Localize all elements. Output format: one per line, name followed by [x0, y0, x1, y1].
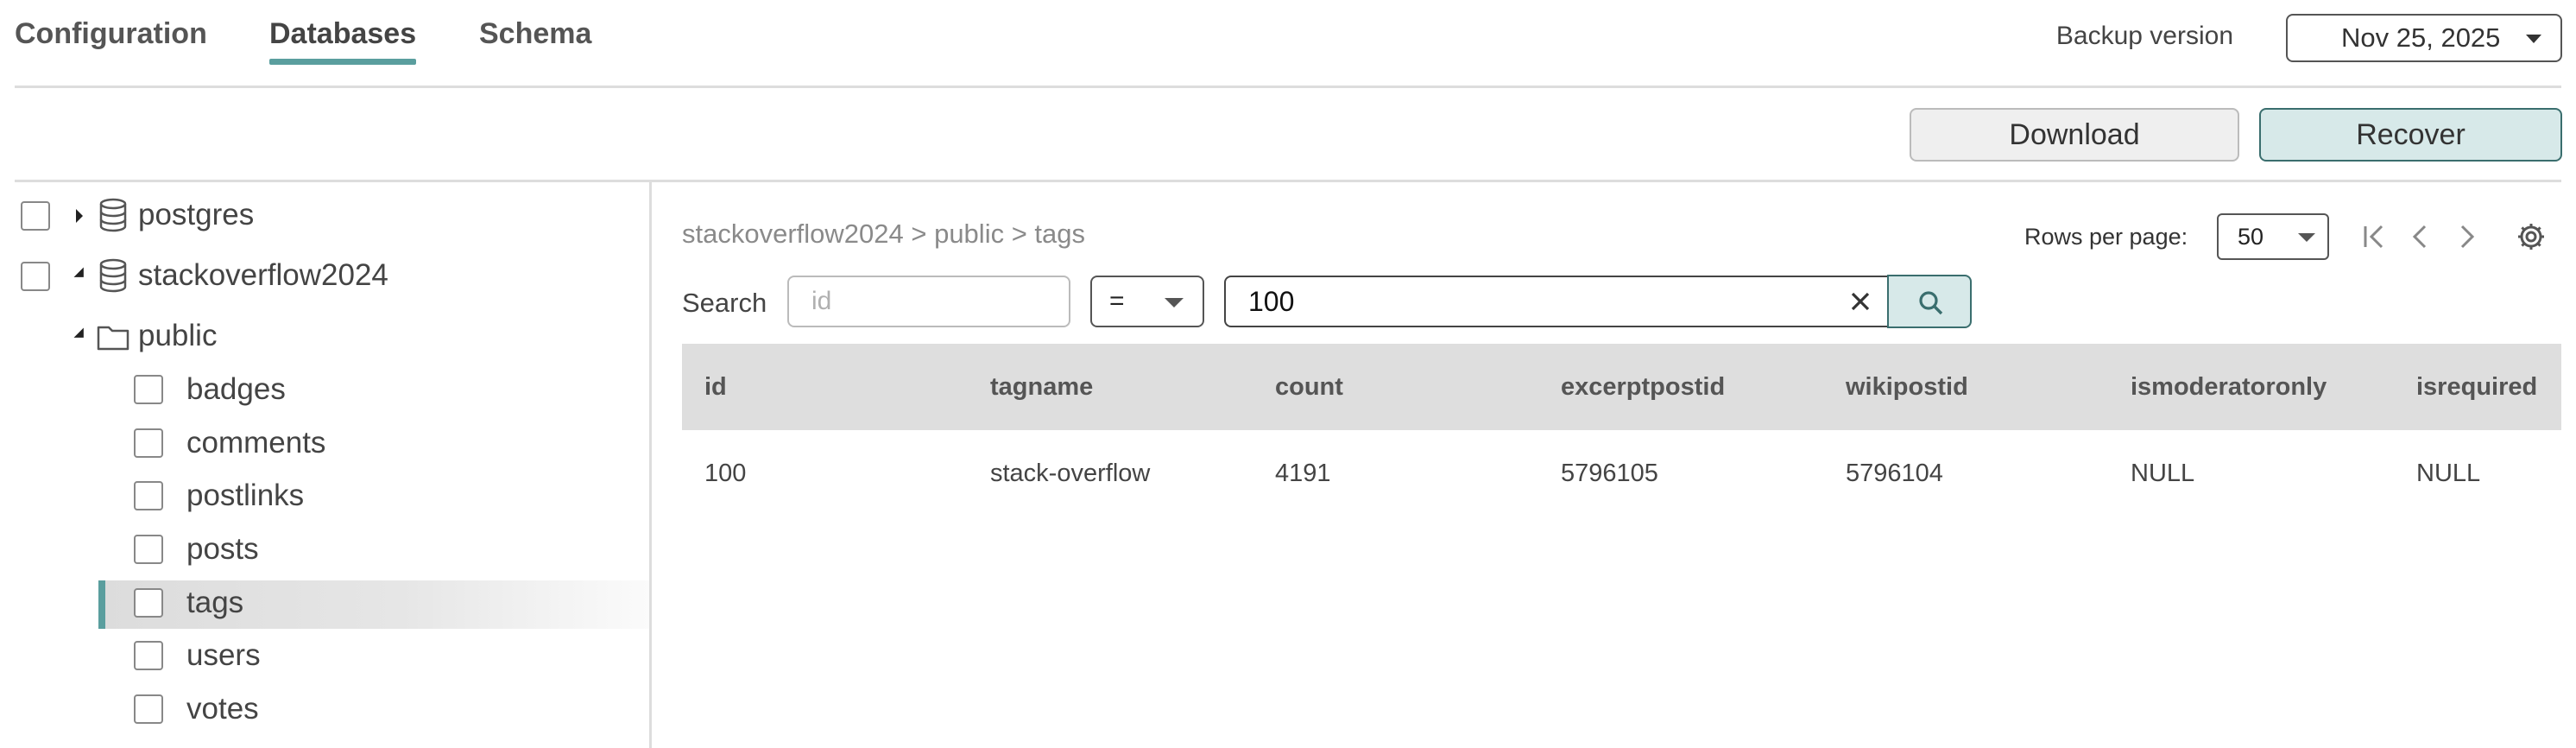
tree-db-postgres[interactable]: postgres — [138, 198, 255, 231]
database-icon — [99, 198, 127, 232]
rows-per-page-value: 50 — [2238, 224, 2264, 250]
db-checkbox-postgres[interactable] — [21, 201, 50, 231]
column-header[interactable]: wikipostid — [1846, 372, 1968, 401]
column-header[interactable]: excerptpostid — [1561, 372, 1726, 401]
table-cell: NULL — [2131, 459, 2195, 487]
breadcrumb: stackoverflow2024 > public > tags — [682, 219, 1085, 249]
table-row[interactable]: 100 stack-overflow 4191 5796105 5796104 … — [682, 430, 2561, 517]
caret-down-icon — [1165, 298, 1184, 307]
caret-down-icon — [2298, 233, 2315, 242]
clear-icon[interactable] — [1849, 290, 1872, 313]
db-checkbox-stackoverflow2024[interactable] — [21, 262, 50, 291]
table-checkbox-badges[interactable] — [134, 375, 163, 404]
next-page-icon[interactable] — [2451, 221, 2482, 252]
column-header[interactable]: isrequired — [2416, 372, 2538, 401]
caret-down-icon — [2526, 35, 2541, 43]
tree-db-stackoverflow2024[interactable]: stackoverflow2024 — [138, 258, 388, 292]
search-label: Search — [682, 288, 767, 318]
selected-row-highlight — [98, 580, 649, 629]
column-header[interactable]: count — [1275, 372, 1343, 401]
table-checkbox-tags[interactable] — [134, 588, 163, 618]
operator-select[interactable]: = — [1090, 276, 1204, 327]
tree-table-tags[interactable]: tags — [186, 586, 244, 619]
table-checkbox-comments[interactable] — [134, 428, 163, 458]
backup-version-select[interactable]: Nov 25, 2025 — [2286, 14, 2562, 62]
top-navigation: Configuration Databases Schema Backup ve… — [0, 0, 2576, 86]
table-cell: 5796105 — [1561, 459, 1658, 487]
backup-version-value: Nov 25, 2025 — [2341, 22, 2501, 53]
download-button[interactable]: Download — [1910, 108, 2239, 162]
table-cell: 4191 — [1275, 459, 1331, 487]
search-value-input[interactable] — [1224, 276, 1889, 327]
rows-per-page-label: Rows per page: — [2024, 224, 2188, 250]
tree-table-users[interactable]: users — [186, 638, 261, 672]
panel-splitter[interactable] — [649, 182, 652, 748]
tree-table-posts[interactable]: posts — [186, 532, 259, 566]
folder-icon — [97, 326, 129, 351]
search-icon — [1919, 291, 1943, 315]
tab-schema[interactable]: Schema — [479, 17, 592, 50]
column-header[interactable]: tagname — [990, 372, 1094, 401]
table-checkbox-postlinks[interactable] — [134, 481, 163, 510]
table-cell: NULL — [2416, 459, 2481, 487]
expand-caret-icon[interactable] — [76, 209, 83, 223]
backup-version-label: Backup version — [2055, 22, 2233, 50]
recover-button[interactable]: Recover — [2259, 108, 2562, 162]
previous-page-icon[interactable] — [2405, 221, 2436, 252]
table-checkbox-votes[interactable] — [134, 694, 163, 724]
tree-table-postlinks[interactable]: postlinks — [186, 479, 305, 512]
tree-table-comments[interactable]: comments — [186, 426, 326, 460]
table-cell: 5796104 — [1846, 459, 1943, 487]
operator-value: = — [1109, 287, 1125, 315]
data-grid: id tagname count excerptpostid wikiposti… — [682, 344, 2561, 517]
table-cell: stack-overflow — [990, 459, 1151, 487]
tree-table-votes[interactable]: votes — [186, 692, 259, 726]
tree-schema-public[interactable]: public — [138, 319, 218, 352]
column-header[interactable]: id — [704, 372, 727, 401]
divider — [15, 86, 2561, 88]
divider — [15, 180, 2561, 182]
tree-table-badges[interactable]: badges — [186, 372, 286, 406]
table-header-row: id tagname count excerptpostid wikiposti… — [682, 344, 2561, 430]
rows-per-page-select[interactable]: 50 — [2217, 213, 2329, 260]
search-button[interactable] — [1887, 275, 1972, 328]
tab-configuration[interactable]: Configuration — [15, 17, 207, 50]
tab-databases[interactable]: Databases — [269, 17, 417, 65]
column-header[interactable]: ismoderatoronly — [2131, 372, 2327, 401]
table-checkbox-users[interactable] — [134, 641, 163, 670]
first-page-icon[interactable] — [2359, 221, 2390, 252]
table-checkbox-posts[interactable] — [134, 535, 163, 564]
settings-gear-icon[interactable] — [2516, 221, 2547, 252]
database-icon — [99, 258, 127, 293]
table-cell: 100 — [704, 459, 747, 487]
search-field-input[interactable] — [787, 276, 1070, 327]
